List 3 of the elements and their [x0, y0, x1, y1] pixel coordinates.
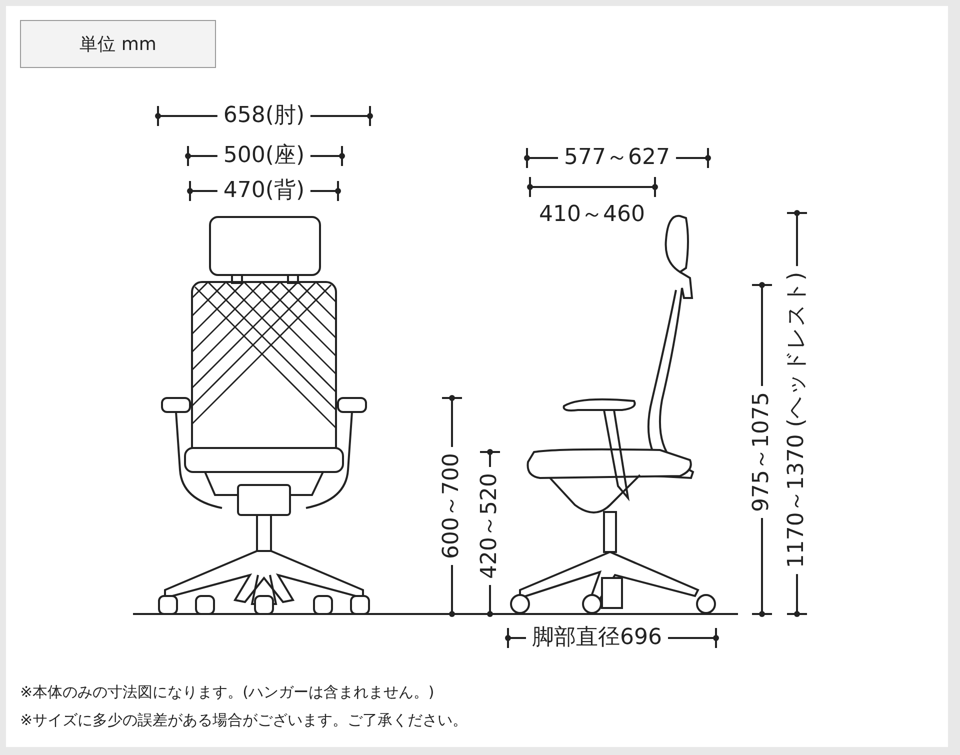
note-text: ※サイズに多少の誤差がある場合がございます。ご了承ください。: [20, 710, 468, 730]
note-text: ※本体のみの寸法図になります。(ハンガーは含まれません。): [20, 682, 434, 702]
unit-label: 単位 mm: [20, 20, 216, 68]
